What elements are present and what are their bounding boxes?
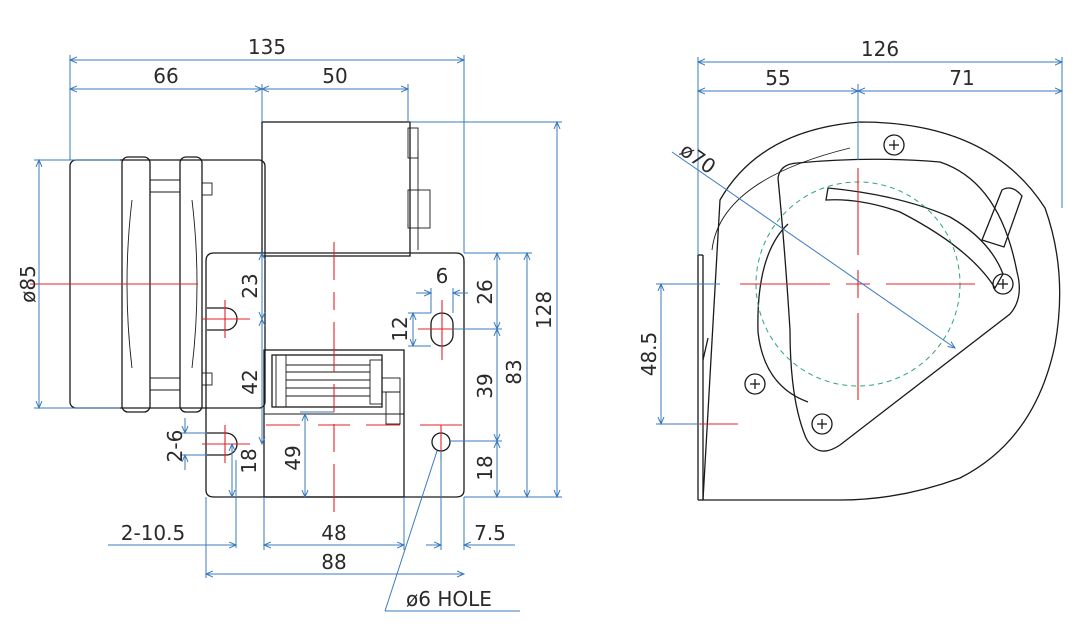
hole-callout-label: ø6 HOLE: [406, 587, 492, 611]
dim-label-23: 23: [238, 273, 262, 298]
side-dim-overall: 126: [698, 37, 1062, 255]
dim-label-12: 12: [388, 316, 412, 341]
dim-label-49: 49: [281, 445, 305, 470]
side-dim-inlet: ø70: [671, 138, 955, 348]
side-base-plate: [697, 254, 704, 501]
upper-housing: [261, 121, 431, 257]
dim-label-2-6: 2-6: [163, 430, 187, 463]
dim-slots-offset: 2-10.5: [108, 460, 236, 548]
dim-label-39: 39: [473, 373, 497, 398]
screw-icon: [811, 413, 833, 435]
dim-label-18-right: 18: [473, 455, 497, 480]
front-center-lines: [30, 242, 466, 512]
front-view: 135 66 50 ø85 128 83: [16, 35, 562, 612]
side-dim-label-55: 55: [765, 66, 790, 90]
side-dim-split: 55 71: [698, 66, 1062, 160]
dim-label-6: 6: [436, 264, 449, 288]
dim-left-width: 66 50: [70, 64, 408, 122]
dim-outlet-width: 48 7.5: [264, 451, 515, 550]
dim-label-88: 88: [321, 550, 346, 574]
screw-icon: [744, 373, 766, 395]
dim-motor-diameter: ø85: [16, 160, 120, 408]
screw-icon: [992, 273, 1014, 295]
dim-label-83: 83: [502, 359, 526, 384]
side-dim-label-126: 126: [861, 37, 899, 61]
dim-label-48: 48: [321, 521, 346, 545]
dim-label-128: 128: [532, 291, 556, 329]
dim-slot: 6 12: [388, 264, 468, 346]
screws: [744, 134, 1014, 435]
side-dim-label-71: 71: [949, 66, 974, 90]
dim-label-2-10-5: 2-10.5: [121, 521, 185, 545]
side-dim-label-48-5: 48.5: [637, 332, 661, 377]
side-dim-label-d70: ø70: [676, 138, 721, 179]
side-center-lines: [700, 168, 975, 425]
dim-label-18-left: 18: [237, 448, 261, 473]
motor-body: [69, 156, 266, 413]
dim-height-stack: 26 39 18: [450, 253, 502, 497]
dim-label-66: 66: [153, 64, 178, 88]
dim-flange-width: 88: [206, 497, 464, 578]
dim-left-heights: 23 42 18: [232, 253, 262, 497]
dim-label-26: 26: [473, 279, 497, 304]
dim-overall-width: 135: [70, 35, 464, 253]
dim-label-135: 135: [248, 35, 286, 59]
dim-label-7-5: 7.5: [474, 521, 506, 545]
screw-icon: [883, 134, 905, 156]
dim-label-d85: ø85: [16, 265, 40, 303]
dim-slots-left: 2-6: [163, 418, 207, 470]
dim-height-total: 128: [410, 122, 562, 497]
dim-outlet-height: 49: [281, 411, 334, 497]
side-dim-center-height: 48.5: [637, 284, 720, 424]
volute-housing: [702, 121, 1061, 501]
motor-cover: [702, 158, 1023, 452]
hole-callout: ø6 HOLE: [384, 450, 520, 612]
dim-label-42: 42: [238, 369, 262, 394]
dim-label-50: 50: [322, 64, 347, 88]
side-view: 126 55 71 ø70 48.5: [637, 37, 1062, 501]
